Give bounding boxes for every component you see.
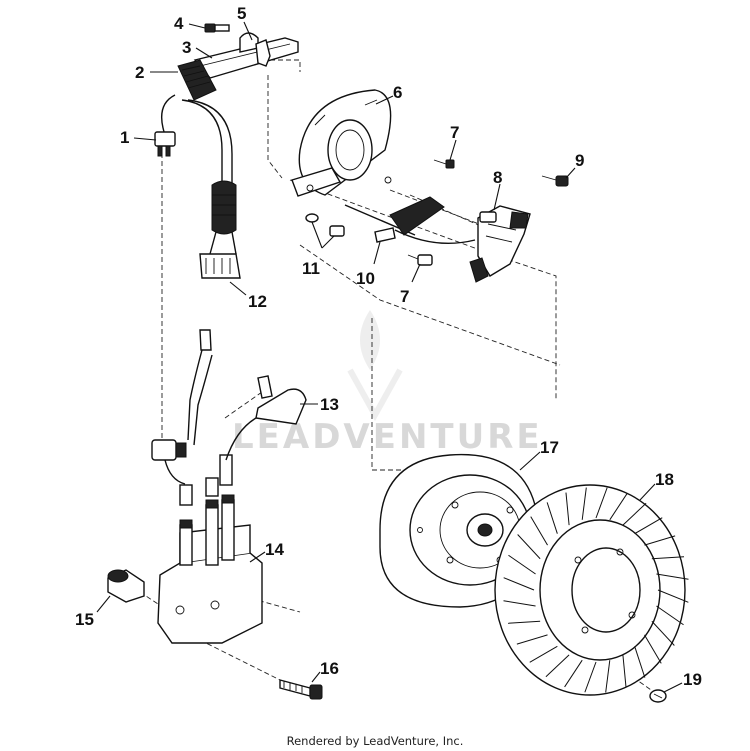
callouts: 1 2 3 4 5 6 7 8 9 10 11 7 12 13 14 15 <box>75 4 702 693</box>
fan-fin <box>546 502 558 534</box>
harness-wrap <box>209 180 237 255</box>
watermark-logo <box>347 310 403 422</box>
callout-1: 1 <box>120 128 129 147</box>
part-19-screw <box>649 689 667 703</box>
fan-fin <box>651 620 675 646</box>
part-2-module <box>177 59 217 101</box>
fan-fin <box>609 492 628 521</box>
part-12-plug <box>199 253 241 279</box>
fan-fin <box>651 556 685 560</box>
fan-fin <box>530 516 548 546</box>
callout-13: 13 <box>320 395 339 414</box>
part-13-spark-plug-cap <box>225 375 307 461</box>
callout-12: 12 <box>248 292 267 311</box>
callout-8: 8 <box>493 168 502 187</box>
fan-fin <box>634 646 646 678</box>
fan-fin <box>634 517 663 535</box>
callout-14: 14 <box>265 540 284 559</box>
fan-fin <box>656 573 689 580</box>
coil-lead-wires <box>151 329 213 485</box>
fan-fin <box>564 659 583 688</box>
part-6-stator-plate <box>291 89 392 197</box>
part-4-screw <box>204 23 230 33</box>
callout-2: 2 <box>135 63 144 82</box>
callout-7-lower: 7 <box>400 287 409 306</box>
fan-fin <box>644 634 662 664</box>
callout-10: 10 <box>356 269 375 288</box>
fan-fin <box>529 645 558 663</box>
guide-lines <box>139 59 655 693</box>
callout-9: 9 <box>575 151 584 170</box>
callout-3: 3 <box>182 38 191 57</box>
callout-15: 15 <box>75 610 94 629</box>
part-3-wire-bracket <box>193 32 299 79</box>
part-18-fan <box>494 484 689 696</box>
part-10-pickup <box>344 196 476 244</box>
part-7-screw-upper <box>433 159 455 169</box>
fan-fin <box>584 661 597 693</box>
fan-fin <box>503 577 535 591</box>
part-7-screw-lower <box>407 254 433 266</box>
fan-fin <box>507 620 541 624</box>
fan-fin <box>644 535 676 546</box>
fan-fin <box>581 487 587 520</box>
callout-17: 17 <box>540 438 559 457</box>
callout-18: 18 <box>655 470 674 489</box>
callout-11: 11 <box>302 259 320 278</box>
fan-fin <box>503 600 536 607</box>
fan-fin <box>595 487 608 519</box>
callout-5: 5 <box>237 4 246 23</box>
fan-fin <box>605 660 611 693</box>
footer-credit: Rendered by LeadVenture, Inc. <box>286 734 464 748</box>
part-1-connector <box>154 131 176 157</box>
fan-fin <box>656 605 684 626</box>
fan-fin <box>622 654 627 688</box>
callout-16: 16 <box>320 659 339 678</box>
part-14-ignition-coil <box>157 454 263 644</box>
fan-fin <box>517 534 541 560</box>
callout-4: 4 <box>174 14 184 33</box>
fan-fin <box>565 492 570 526</box>
fan-fin <box>545 654 570 678</box>
part-8-coil <box>469 205 531 283</box>
callout-19: 19 <box>683 670 702 689</box>
callout-7-upper: 7 <box>450 123 459 142</box>
fan-fin <box>516 634 548 645</box>
part-15-bushing <box>107 569 145 603</box>
part-16-bolt <box>279 679 323 700</box>
fan-fin <box>622 502 647 526</box>
part-9-screw <box>541 175 569 187</box>
callout-6: 6 <box>393 83 402 102</box>
part-11-screw-washer <box>305 213 345 237</box>
watermark-text: LEADVENTURE <box>232 417 543 457</box>
fan-fin <box>657 589 689 603</box>
fan-fin <box>508 554 536 575</box>
